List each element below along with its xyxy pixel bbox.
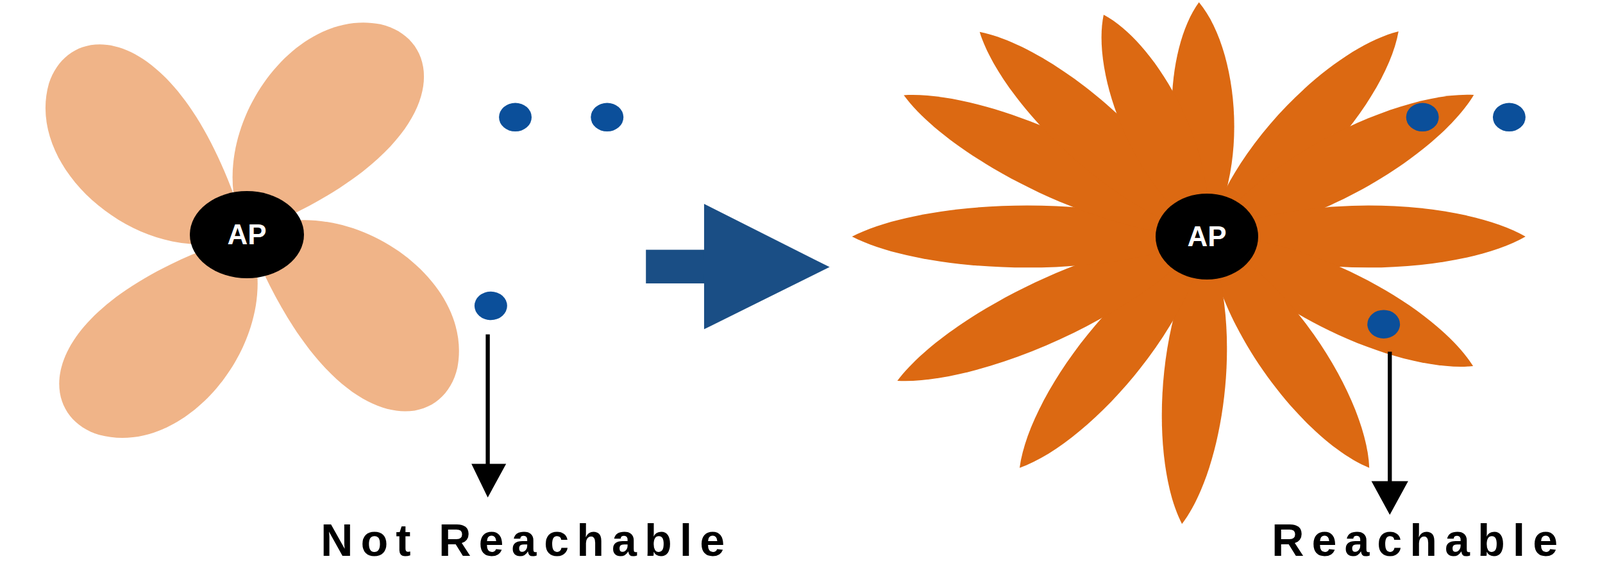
transition-arrow-head: [704, 203, 830, 330]
pointer-head: [1371, 481, 1409, 515]
pointer-arrows: [471, 334, 1409, 515]
user-dot: [474, 291, 508, 321]
transition-arrow: [645, 203, 830, 330]
reachability-label: Reachable: [1271, 518, 1566, 564]
access-point-label: AP: [1187, 220, 1227, 253]
access-point-ellipse-shape: [1155, 193, 1259, 280]
access-point-label: AP: [227, 218, 267, 251]
access-point-ellipse-shape: [189, 191, 304, 279]
user-dot: [498, 103, 532, 133]
user-dot: [590, 103, 624, 133]
user-dot: [1367, 309, 1400, 339]
reachability-label: Not Reachable: [320, 518, 733, 564]
pointer-shaft: [485, 334, 490, 466]
transition-arrow-shaft: [645, 250, 705, 284]
user-dots: [474, 103, 1526, 339]
pointer-shaft: [1387, 352, 1392, 483]
pointer-head: [471, 463, 506, 497]
small-coverage-flower: [8, 0, 496, 476]
access-point-node: AP: [189, 191, 304, 279]
user-dot: [1492, 103, 1526, 133]
user-dot: [1406, 103, 1440, 133]
large-coverage-flower: [852, 1, 1526, 528]
access-point-node: AP: [1155, 193, 1259, 280]
